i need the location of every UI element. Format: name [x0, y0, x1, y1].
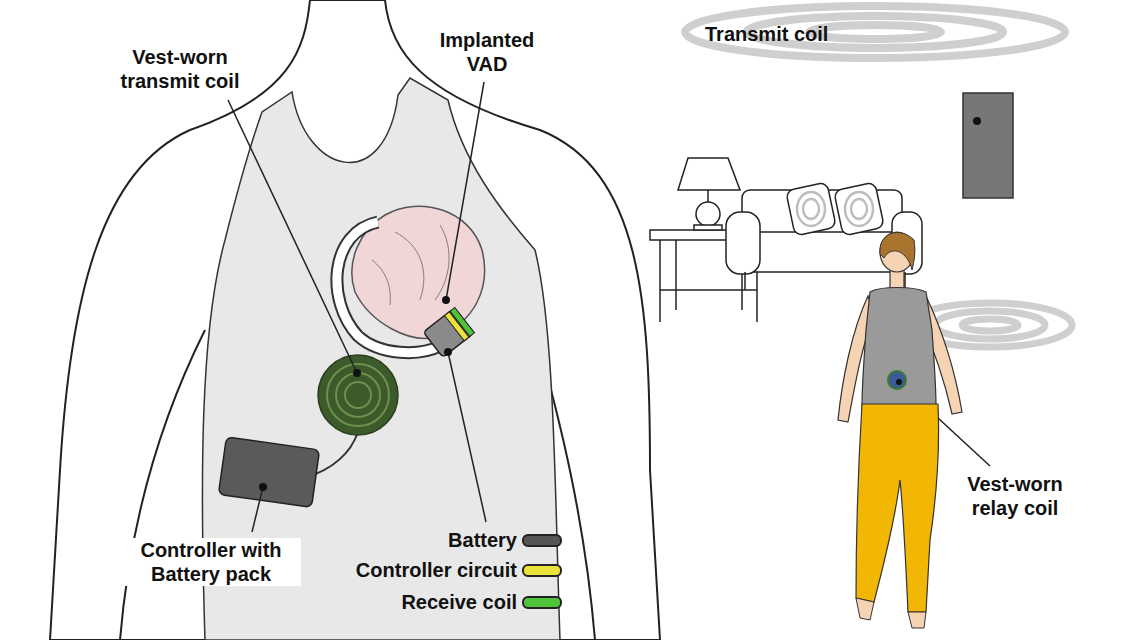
person-part	[856, 404, 939, 612]
torso-part	[50, 0, 660, 640]
leader-dots-part	[442, 296, 450, 304]
controller-part	[218, 437, 319, 508]
leader-lines-part	[252, 487, 263, 532]
person-part	[908, 612, 926, 628]
pillows-part	[834, 182, 885, 236]
part-label: Transmit coil	[705, 22, 828, 46]
part-label: Controller with Battery pack	[121, 538, 301, 586]
sofa-part	[726, 212, 760, 274]
legend-row: Battery	[448, 528, 562, 552]
part-label: Vest-worn transmit coil	[100, 45, 260, 93]
sofa-part	[744, 272, 746, 290]
pillows-part-part	[851, 199, 867, 219]
transmit-coil-part	[327, 364, 389, 426]
controller	[218, 437, 319, 508]
legend-swatch	[522, 596, 562, 609]
sofa-part	[736, 232, 914, 272]
door	[963, 93, 1013, 198]
lamp-part	[707, 190, 709, 202]
ceiling-coil	[685, 6, 1065, 58]
legend-text: Battery	[448, 528, 517, 552]
relay-field-part	[962, 319, 1018, 331]
vad-pump-part	[450, 308, 474, 337]
sofa	[726, 190, 922, 290]
lamp-part	[696, 202, 720, 226]
ceiling-coil-part	[685, 6, 1065, 58]
vad-pump-part	[423, 309, 473, 358]
relay-field-part	[935, 311, 1045, 339]
table-part	[675, 240, 677, 310]
lamp-part	[694, 225, 722, 230]
leader-lines-part	[448, 352, 486, 522]
pillows-part	[786, 182, 837, 236]
door-part	[963, 93, 1013, 198]
person	[838, 232, 962, 628]
person-part	[862, 288, 936, 407]
pillows-part-part	[803, 199, 819, 219]
pillows-part	[797, 192, 873, 226]
person-part	[896, 379, 902, 385]
legend-swatch	[522, 564, 562, 577]
transmit-coil-part	[336, 373, 380, 417]
torso-part	[120, 330, 205, 640]
legend-text: Receive coil	[401, 590, 517, 614]
pillows-part-part	[797, 192, 825, 226]
legend-row: Receive coil	[401, 590, 562, 614]
part-label: Implanted VAD	[427, 28, 547, 76]
leader-dots-part	[259, 483, 267, 491]
leader-dots-part	[444, 348, 452, 356]
leader-lines-part	[228, 100, 357, 373]
ceiling-coil-part	[809, 25, 941, 39]
leader-lines-part	[446, 82, 484, 300]
table-part	[660, 289, 757, 291]
leader-dots	[259, 296, 452, 491]
legend-row: Controller circuit	[356, 558, 562, 582]
leader-dots-part	[353, 369, 361, 377]
pillows	[786, 182, 885, 236]
transmit-coil-part	[318, 355, 398, 435]
legend-swatch	[522, 534, 562, 547]
person-part	[880, 232, 914, 272]
person-part	[856, 598, 874, 620]
table-part	[659, 240, 661, 322]
legend-text: Controller circuit	[356, 558, 517, 582]
heart-part	[372, 225, 449, 305]
person-part	[880, 232, 915, 270]
vad-pump	[423, 308, 474, 358]
door-part	[973, 117, 981, 125]
transmit-coil-part	[345, 382, 371, 408]
lamp-part	[678, 158, 740, 190]
pillows-part-part	[845, 192, 873, 226]
torso	[50, 0, 660, 640]
part-label: Vest-worn relay coil	[950, 472, 1080, 520]
person-part	[888, 371, 906, 389]
